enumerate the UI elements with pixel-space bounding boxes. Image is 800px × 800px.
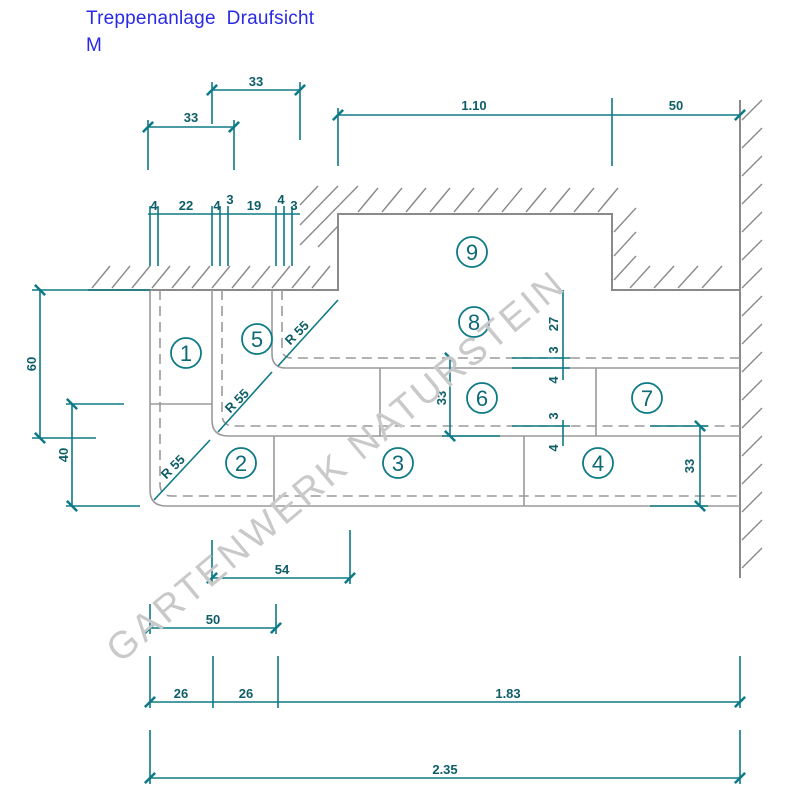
step-2-label: 2 <box>235 451 247 476</box>
dim-54: 54 <box>275 562 290 577</box>
dim-4-d: 4 <box>546 376 561 384</box>
step-1-marker <box>170 337 202 369</box>
dimension-lines: 33 33 4 22 4 3 19 4 3 1.10 50 60 <box>24 74 747 785</box>
dim-4-e: 4 <box>546 444 561 452</box>
step-7-label: 7 <box>641 386 653 411</box>
dim-4-c: 4 <box>277 192 285 207</box>
dim-33-right: 33 <box>682 459 697 473</box>
step-8-marker <box>458 306 490 338</box>
dim-1-83: 1.83 <box>495 686 520 701</box>
dim-19: 19 <box>247 198 261 213</box>
dim-40: 40 <box>56 448 71 462</box>
dim-3-c: 3 <box>546 346 561 353</box>
dim-60: 60 <box>24 357 39 371</box>
step-9-marker <box>456 236 488 268</box>
dim-33-mid: 33 <box>434 391 449 405</box>
radius-r55-lower: R 55 <box>158 452 188 482</box>
radius-r55-middle: R 55 <box>222 386 252 416</box>
dim-22: 22 <box>179 198 193 213</box>
step-8-label: 8 <box>468 310 480 335</box>
step-6-label: 6 <box>476 386 488 411</box>
drawing-title: Treppenanlage Draufsicht <box>86 8 315 29</box>
dim-3-a: 3 <box>226 192 233 207</box>
dim-27: 27 <box>546 317 561 331</box>
step-5-marker <box>241 323 273 355</box>
step-7-marker <box>631 382 663 414</box>
radius-r55-upper: R 55 <box>282 318 312 348</box>
dim-26-b: 26 <box>239 686 253 701</box>
step-2-marker <box>225 447 257 479</box>
dim-4-a: 4 <box>150 198 158 213</box>
dim-1-10: 1.10 <box>461 98 486 113</box>
step-3-marker <box>382 447 414 479</box>
dim-3-d: 3 <box>546 412 561 419</box>
dim-3-b: 3 <box>290 198 297 213</box>
dim-2-35: 2.35 <box>432 762 457 777</box>
step-4-marker <box>582 447 614 479</box>
dim-50-top: 50 <box>669 98 683 113</box>
step-1-label: 1 <box>180 341 192 366</box>
step-3-label: 3 <box>392 451 404 476</box>
step-6-marker <box>466 382 498 414</box>
step-9-label: 9 <box>466 240 478 265</box>
dim-26-a: 26 <box>174 686 188 701</box>
dim-33-lower: 33 <box>184 110 198 125</box>
step-outlines <box>149 290 740 507</box>
step-numbers: 1 2 3 4 5 6 7 8 9 <box>170 236 663 479</box>
step-5-label: 5 <box>251 327 263 352</box>
step-4-label: 4 <box>592 451 604 476</box>
dim-33-upper: 33 <box>249 74 263 89</box>
scale-label: M <box>86 35 102 56</box>
dim-50-bottom: 50 <box>206 612 220 627</box>
dim-4-b: 4 <box>213 198 221 213</box>
